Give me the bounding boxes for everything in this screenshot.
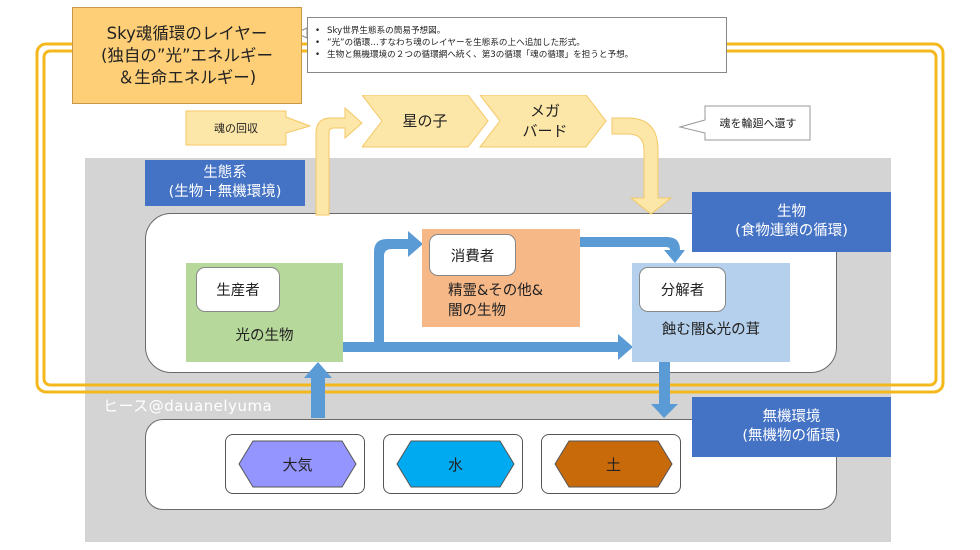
soul-recovery-arrow xyxy=(315,106,363,216)
air-label: 大気 xyxy=(282,455,313,474)
air-hexagon xyxy=(238,440,357,488)
watermark-text: ヒース@dauanelyuma xyxy=(103,397,273,415)
producer-to-decomposer-arrow xyxy=(343,334,633,360)
consumer-text: 精霊&その他& 闇の生物 xyxy=(448,283,544,319)
decomposer-to-inorganic-arrow xyxy=(651,362,678,418)
producer-node: 生産者 光の生物 xyxy=(186,263,343,362)
mega-bird-label: メガ バード xyxy=(522,102,568,140)
living-things-label: 生物 (食物連鎖の循環) xyxy=(692,192,891,252)
bullet-icon: • xyxy=(315,38,321,48)
notes-box: •Sky世界生態系の簡易予想図。 •”光”の循環…すなわち魂のレイヤーを生態系の… xyxy=(307,17,727,73)
soil-hexagon xyxy=(554,440,673,488)
note-item: •Sky世界生態系の簡易予想図。 xyxy=(315,26,446,36)
ecosystem-label: 生態系 (生物＋無機環境) xyxy=(145,160,305,206)
decomposer-node: 分解者 蝕む闇&光の茸 xyxy=(632,263,790,362)
soul-recovery-text: 魂の回収 xyxy=(214,122,258,135)
bullet-icon: • xyxy=(315,26,321,36)
mega-bird-chevron xyxy=(478,95,607,148)
producer-to-consumer-arrow xyxy=(374,231,423,347)
soul-recovery-callout xyxy=(185,110,312,146)
consumer-label: 消費者 xyxy=(429,234,516,276)
soul-return-arrow xyxy=(611,117,673,215)
title-box: Sky魂循環のレイヤー (独自の”光”エネルギー ＆生命エネルギー) xyxy=(72,7,302,104)
star-child-chevron xyxy=(362,95,489,148)
inorganic-to-producer-arrow xyxy=(304,362,332,418)
producer-text: 光の生物 xyxy=(235,328,294,344)
inorganic-environment-label: 無機環境 (無機物の循環) xyxy=(692,397,891,457)
decomposer-label: 分解者 xyxy=(639,267,726,312)
consumer-node: 消費者 精霊&その他& 闇の生物 xyxy=(422,229,580,327)
consumer-to-decomposer-arrow xyxy=(580,237,685,263)
star-child-label: 星の子 xyxy=(402,112,448,130)
water-label: 水 xyxy=(447,455,463,474)
bullet-icon: • xyxy=(315,50,321,60)
water-hexagon xyxy=(396,440,515,488)
soul-return-callout xyxy=(678,105,811,141)
note-item: •生物と無機環境の２つの循環網へ続く、第3の循環「魂の循環」を担うと予想。 xyxy=(315,50,634,60)
soul-return-text: 魂を輪廻へ還す xyxy=(719,117,797,130)
decomposer-text: 蝕む闇&光の茸 xyxy=(661,322,761,338)
producer-label: 生産者 xyxy=(196,267,280,312)
soul-chevrons xyxy=(362,95,607,148)
note-item: •”光”の循環…すなわち魂のレイヤーを生態系の上へ追加した形式。 xyxy=(315,38,585,48)
soil-label: 土 xyxy=(605,455,621,474)
